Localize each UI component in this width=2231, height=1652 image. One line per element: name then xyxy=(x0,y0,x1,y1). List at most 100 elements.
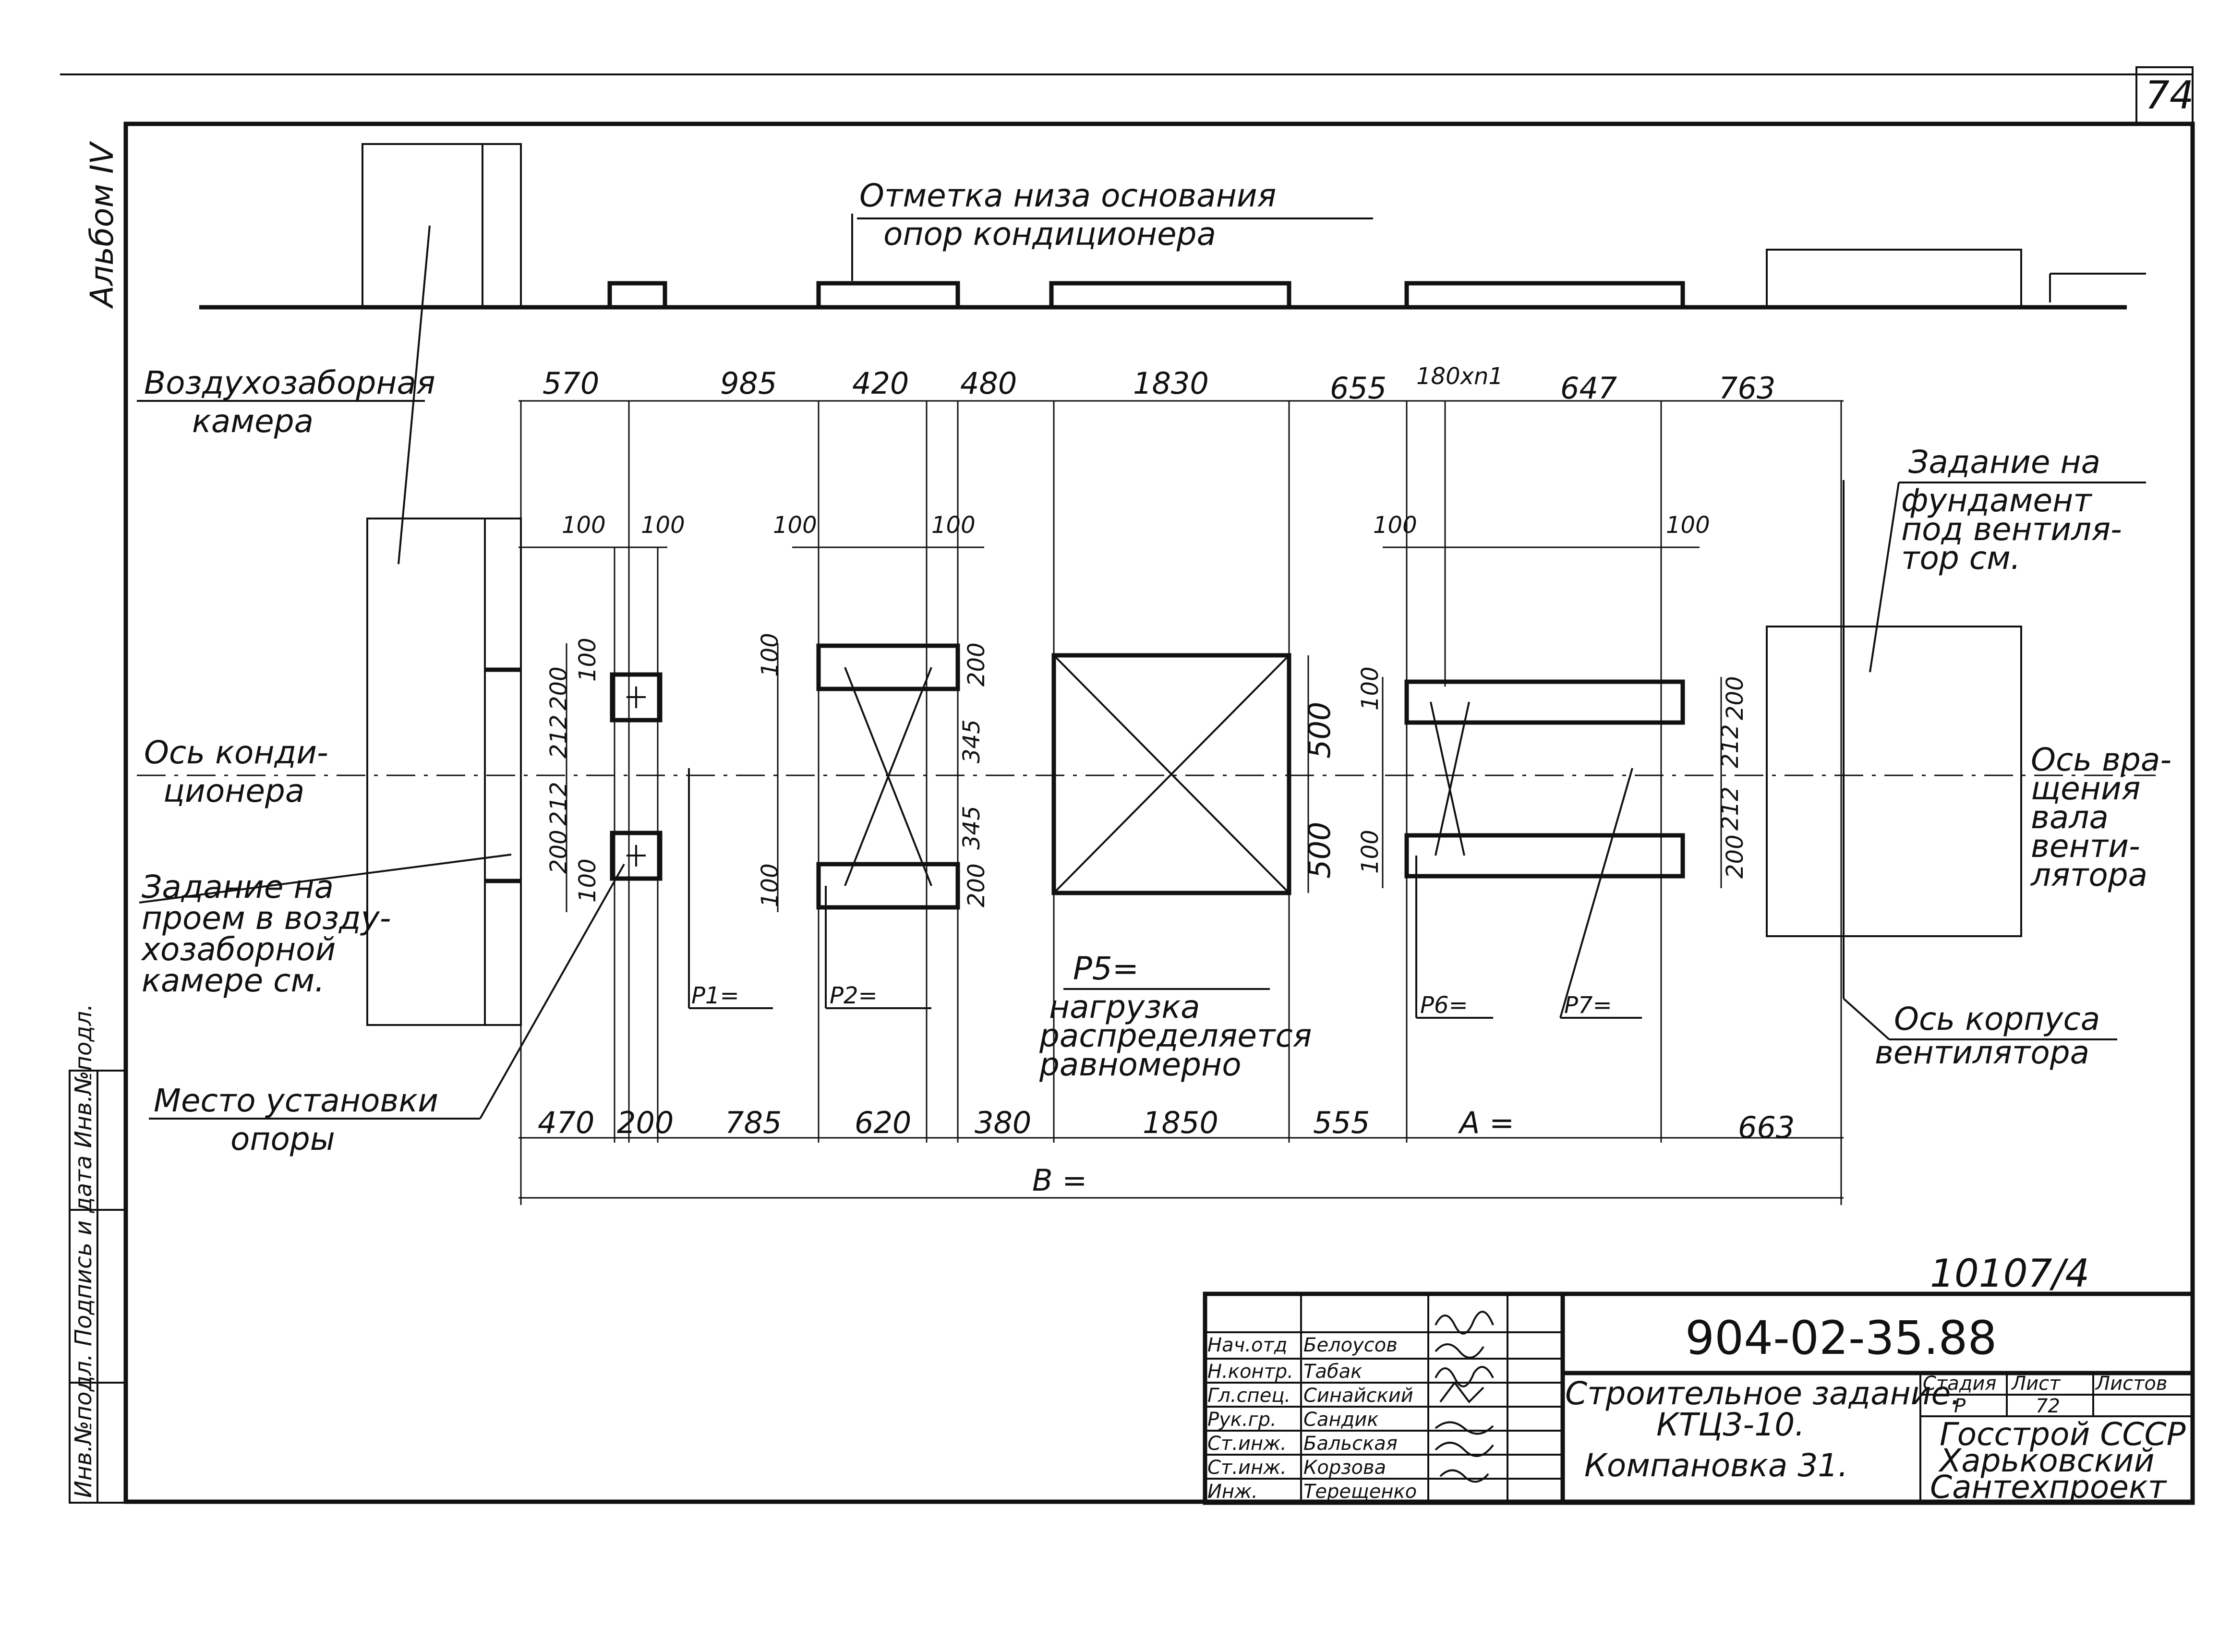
dim-top-5: 1830 xyxy=(1133,366,1209,401)
dim-v-p5-2: 500 xyxy=(1302,822,1337,879)
dim-v-left-3: 212 xyxy=(545,714,572,759)
dim-v-p7-2: 212 xyxy=(1717,724,1744,768)
org-line2: Харьковский xyxy=(1938,1442,2155,1479)
p5-note-line2: распределяется xyxy=(1039,1017,1312,1054)
dim-v-p7-1: 200 xyxy=(1722,676,1749,720)
dim-v-p2-1: 100 xyxy=(757,633,784,677)
stage-value: Р xyxy=(1954,1395,1966,1417)
sheets-header: Листов xyxy=(2095,1373,2167,1395)
opening-task-line4: камере см. xyxy=(142,962,325,999)
page-number: 74 xyxy=(2145,73,2194,118)
dim-v-p2-2: 200 xyxy=(963,642,990,687)
elevation-strip xyxy=(199,143,2146,310)
role-6: Ст.инж. xyxy=(1207,1457,1287,1479)
fan-shaft-axis-line3: вала xyxy=(2031,799,2109,836)
sheet-frame xyxy=(60,66,2195,1504)
p1-label: P1= xyxy=(691,982,739,1009)
dim-bottom-1: 470 xyxy=(538,1105,594,1140)
dim-v-p2-6: 100 xyxy=(757,863,784,907)
dim-offset-4: 100 xyxy=(931,512,976,539)
title-block xyxy=(1203,1291,2195,1505)
fan-shaft-axis-line5: лятора xyxy=(2030,856,2147,893)
dim-v-p6-1: 100 xyxy=(1357,666,1384,711)
p5-note-line1: нагрузка xyxy=(1049,989,1200,1025)
dim-v-left-6: 100 xyxy=(574,858,601,903)
air-chamber-label-line2: камера xyxy=(192,403,314,440)
fan-shaft-axis-line1: Ось вра- xyxy=(2031,741,2171,778)
dim-top-2: 985 xyxy=(720,366,777,401)
album-label: Альбом IV xyxy=(84,141,121,309)
description-line2: КТЦ3-10. xyxy=(1656,1406,1805,1443)
opening-task-leader xyxy=(139,854,512,904)
name-3: Синайский xyxy=(1303,1385,1413,1407)
role-3: Гл.спец. xyxy=(1207,1385,1290,1407)
sheet-header: Лист xyxy=(2011,1373,2061,1395)
description-line3: Компановка 31. xyxy=(1584,1447,1848,1484)
name-1: Белоусов xyxy=(1303,1334,1398,1356)
dim-a-label: А = xyxy=(1458,1105,1514,1140)
dim-v-left-5: 200 xyxy=(545,830,572,874)
support-place-line1: Место установки xyxy=(154,1082,438,1119)
name-7: Терещенко xyxy=(1303,1481,1417,1503)
role-7: Инж. xyxy=(1207,1481,1258,1503)
side-stamp-text: Инв.№подл. Подпись и дата Инв.№подл. xyxy=(70,1004,97,1498)
dim-v-left-4: 212 xyxy=(545,782,572,826)
support-place-line2: опоры xyxy=(230,1121,335,1158)
p5-note-line3: равномерно xyxy=(1039,1046,1242,1083)
dim-v-p2-3: 345 xyxy=(958,719,985,763)
dim-total-b: B = xyxy=(1032,1163,1087,1198)
opening-task-line3: хозаборной xyxy=(141,931,336,968)
signature-rows: Нач.отд Белоусов Н.контр. Табак Гл.спец.… xyxy=(1207,1334,1417,1503)
opening-task-line1: Задание на xyxy=(142,868,334,905)
p5-label: P5= xyxy=(1073,950,1139,987)
fan-foundation-label-line3: под вентиля- xyxy=(1901,511,2122,548)
dim-offset-5: 100 xyxy=(1373,512,1417,539)
opening-task-line2: проем в возду- xyxy=(142,900,391,937)
fan-foundation xyxy=(1766,480,2146,1040)
dim-top-9: 763 xyxy=(1719,371,1775,406)
p6-label: P6= xyxy=(1420,992,1468,1019)
dim-v-p7-3: 212 xyxy=(1717,786,1744,831)
name-6: Корзова xyxy=(1303,1457,1386,1479)
org-line1: Госстрой СССР xyxy=(1940,1416,2186,1453)
dim-top-7: 180xn1 xyxy=(1416,363,1503,390)
dim-bottom-5: 380 xyxy=(975,1105,1031,1140)
role-1: Нач.отд xyxy=(1207,1334,1287,1356)
bottom-dimensions: 470 200 785 620 380 1850 555 А = 663 B = xyxy=(538,1105,1795,1198)
role-2: Н.контр. xyxy=(1207,1361,1293,1383)
dim-bottom-8: 663 xyxy=(1738,1110,1795,1145)
support-place-leader xyxy=(149,864,625,1120)
sheet-code-top: 10107/4 xyxy=(1930,1251,2089,1296)
p2-label: P2= xyxy=(830,982,878,1009)
dim-top-3: 420 xyxy=(852,366,909,401)
description-line1: Строительное задание. xyxy=(1565,1375,1961,1412)
signature-marks xyxy=(1435,1311,1494,1483)
dim-bottom-2: 200 xyxy=(617,1105,674,1140)
project-code: 904-02-35.88 xyxy=(1685,1311,1997,1365)
dim-top-4: 480 xyxy=(960,366,1017,401)
conditioner-axis-label-line2: ционера xyxy=(163,772,304,809)
name-2: Табак xyxy=(1303,1361,1362,1383)
offset-dimensions: 100 100 100 100 100 100 xyxy=(562,512,1710,539)
fan-body-axis-line2: вентилятора xyxy=(1875,1034,2089,1071)
side-stamp xyxy=(69,1070,127,1504)
dim-v-left-1: 100 xyxy=(574,638,601,682)
p7-label: P7= xyxy=(1564,992,1612,1019)
dim-bottom-7: 555 xyxy=(1313,1105,1370,1140)
dim-v-left-2: 200 xyxy=(545,666,572,711)
dimension-lines xyxy=(519,400,1844,1205)
support-p1 xyxy=(610,672,773,1009)
air-chamber-label-line1: Воздухозаборная xyxy=(144,364,435,401)
dim-offset-1: 100 xyxy=(562,512,606,539)
dim-v-p6-2: 100 xyxy=(1357,830,1384,874)
fan-foundation-label-line1: Задание на xyxy=(1908,444,2100,481)
support-p6-p7 xyxy=(1404,679,1685,1019)
dim-bottom-3: 785 xyxy=(725,1105,782,1140)
fan-foundation-label-line4: тор см. xyxy=(1901,540,2021,577)
fan-foundation-label-line2: фундамент xyxy=(1901,482,2093,519)
dim-v-p2-4: 345 xyxy=(958,806,985,850)
fan-body-axis-line1: Ось корпуса xyxy=(1894,1001,2100,1037)
dim-top-6: 655 xyxy=(1330,371,1387,406)
dim-bottom-6: 1850 xyxy=(1143,1105,1218,1140)
dim-top-8: 647 xyxy=(1560,371,1617,406)
